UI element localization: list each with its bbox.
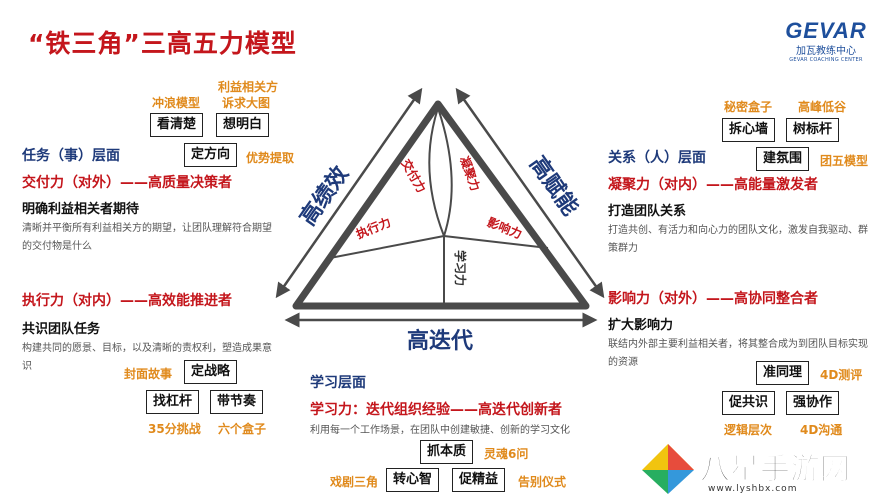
box-set-direction: 定方向 [184, 143, 238, 167]
relation-cohesion-desc: 打造共创、有活力和向心力的团队文化，激发自我驱动、群策群力 [608, 225, 868, 254]
tag-soul-questions: 灵魂6问 [484, 447, 529, 461]
box-empathy: 准同理 [756, 361, 810, 385]
watermark: 八星手游网 www.lyshbx.com [632, 440, 884, 500]
box-break-wall: 拆心墙 [722, 118, 776, 142]
relation-influence-sub: 扩大影响力 [608, 318, 674, 333]
inner-label-jiaofu: 交付力 [398, 156, 429, 195]
logo-en: GEVAR COACHING CENTER [789, 57, 863, 63]
watermark-url: www.lyshbx.com [708, 484, 798, 494]
side-label-right: 高赋能 [524, 151, 583, 220]
tag-drama-triangle: 戏剧三角 [330, 475, 379, 489]
task-deliver-desc: 清晰并平衡所有利益相关方的期望，让团队理解符合期望的交付物是什么 [22, 223, 272, 252]
tag-stakeholder: 利益相关方 [218, 80, 279, 94]
task-exec-sub: 共识团队任务 [22, 322, 101, 337]
inner-label-xuexi: 学习力 [453, 250, 468, 286]
learning-heading: 学习层面 [310, 375, 366, 391]
side-label-left: 高绩效 [295, 161, 354, 230]
tag-4d-communication: 4D沟通 [800, 423, 843, 437]
tag-strength: 优势提取 [246, 151, 295, 165]
tag-35-challenge: 35分挑战 [148, 422, 201, 436]
box-consensus: 促共识 [722, 391, 776, 415]
task-deliver-sub: 明确利益相关者期待 [22, 202, 140, 217]
logo-cn: 加瓦教练中心 [796, 46, 856, 57]
box-find-lever: 找杠杆 [146, 390, 200, 414]
logo-word: GEVAR [785, 18, 867, 43]
tag-peak-valley: 高峰低谷 [798, 100, 847, 114]
tag-farewell-ritual: 告别仪式 [518, 475, 567, 489]
watermark-text: 八星手游网 [700, 452, 851, 488]
page-title: “铁三角”三高五力模型 [28, 29, 297, 58]
task-heading: 任务（事）层面 [22, 148, 120, 164]
gevar-logo: GEVAR 加瓦教练中心 GEVAR COACHING CENTER [780, 18, 872, 63]
task-exec-desc: 构建共同的愿景、目标，以及清晰的责权利，塑造成果意识 [22, 343, 272, 372]
box-collaboration: 强协作 [786, 391, 840, 415]
box-build-atmosphere: 建氛围 [756, 147, 810, 171]
learning-desc: 利用每一个工作场景，在团队中创建敏捷、创新的学习文化 [310, 425, 570, 436]
box-essence: 抓本质 [420, 440, 474, 464]
inner-line-left [428, 107, 445, 237]
arrow-left-side [275, 87, 423, 299]
tag-five-model: 团五模型 [820, 154, 869, 168]
tag-4d-assessment: 4D测评 [820, 368, 863, 382]
relation-cohesion-sub: 打造团队关系 [608, 204, 687, 219]
bottom-label: 高迭代 [407, 328, 473, 354]
tag-secret-box: 秘密盒子 [724, 100, 773, 114]
box-shift-mindset: 转心智 [386, 468, 440, 492]
watermark-house-icon [642, 444, 694, 494]
arrow-right-side [455, 87, 605, 299]
tag-demand-map: 诉求大图 [222, 96, 271, 110]
tag-cover-story: 封面故事 [124, 367, 173, 381]
tag-surf-model: 冲浪模型 [152, 96, 201, 110]
task-deliver: 交付力（对外）——高质量决策者 [22, 175, 232, 191]
tag-six-boxes: 六个盒子 [218, 422, 267, 436]
inner-line-right [437, 107, 453, 237]
relation-cohesion: 凝聚力（对内）——高能量激发者 [608, 177, 818, 193]
relation-influence: 影响力（对外）——高协同整合者 [608, 291, 818, 307]
box-strategy: 定战略 [184, 360, 238, 384]
box-think-clearly: 想明白 [216, 113, 270, 137]
tag-logic-levels: 逻辑层次 [724, 423, 773, 437]
learning-line: 学习力：迭代组织经验——高迭代创新者 [310, 402, 562, 418]
box-set-rhythm: 带节奏 [210, 390, 264, 414]
box-see-clearly: 看清楚 [150, 113, 204, 137]
box-set-example: 树标杆 [786, 118, 840, 142]
relation-influence-desc: 联结内外部主要利益相关者，将其整合成为到团队目标实现的资源 [608, 339, 868, 368]
box-lean: 促精益 [452, 468, 506, 492]
task-exec: 执行力（对内）——高效能推进者 [22, 293, 232, 309]
relation-heading: 关系（人）层面 [608, 150, 706, 166]
